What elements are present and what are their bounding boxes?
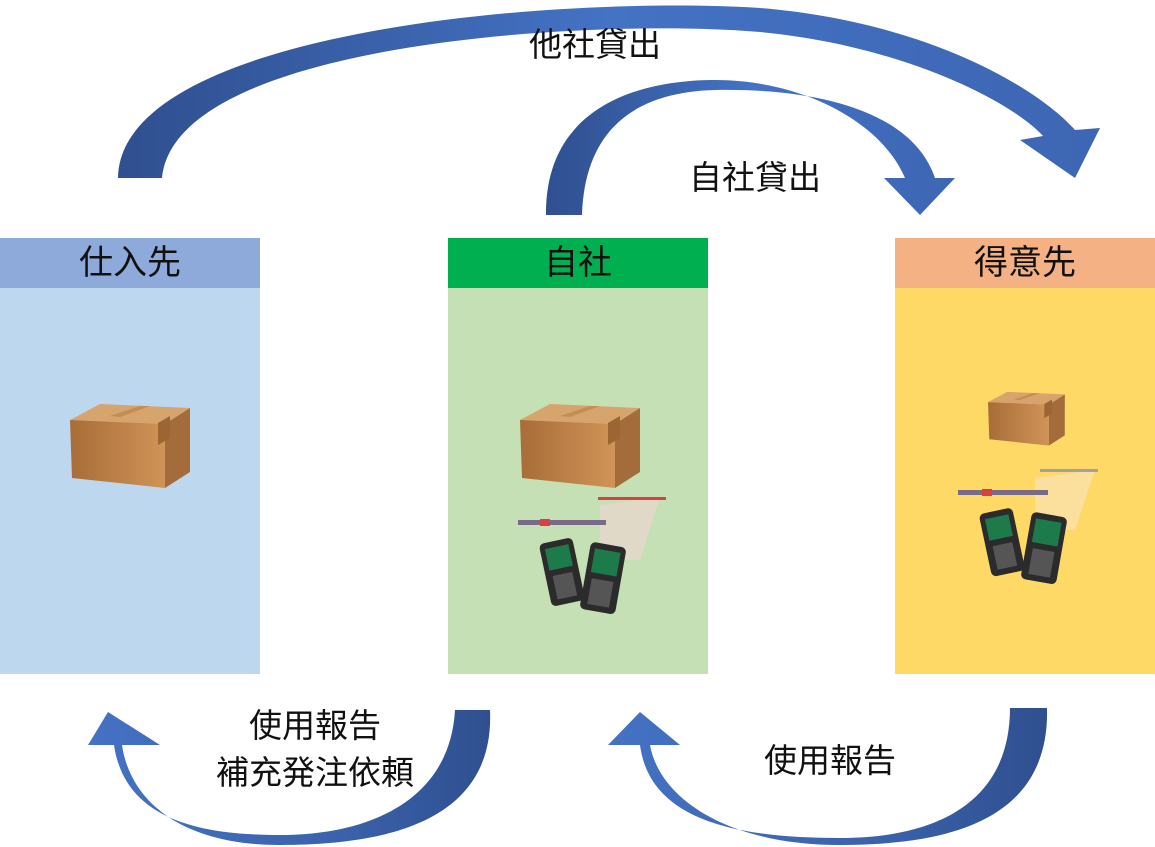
column-header-own-company: 自社 [448, 238, 708, 288]
cardboard-box-icon [520, 404, 640, 488]
column-header-supplier: 仕入先 [0, 238, 260, 288]
cardboard-box-icon [988, 391, 1065, 446]
handheld-scanner-icon [518, 497, 666, 614]
column-supplier: 仕入先 [0, 238, 260, 674]
column-header-customer: 得意先 [895, 238, 1155, 288]
label-usage-report-customer: 使用報告 [764, 741, 896, 780]
arrow-own-rental [545, 80, 955, 215]
label-replenishment-order-request: 補充発注依頼 [216, 753, 414, 792]
label-usage-report-supplier-line1: 使用報告 [249, 706, 381, 745]
handheld-scanner-icon [958, 469, 1098, 584]
label-other-rental: 他社貸出 [529, 25, 661, 64]
column-body-customer [895, 288, 1155, 674]
column-customer: 得意先 [895, 238, 1155, 674]
arrow-other-rental [118, 5, 1100, 178]
cardboard-box-icon [70, 404, 190, 488]
label-own-rental: 自社貸出 [689, 158, 821, 197]
